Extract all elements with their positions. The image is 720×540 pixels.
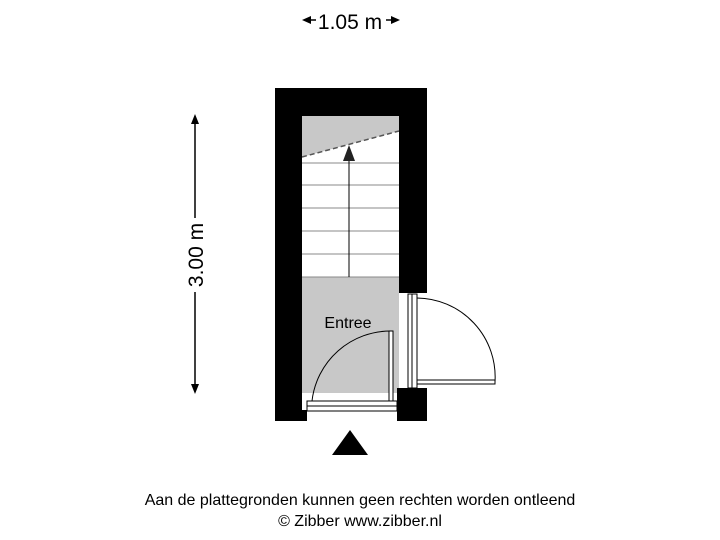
stair-direction-arrow-icon [343,145,355,161]
height-dimension: 3.00 m [185,114,208,394]
side-door [407,293,496,389]
width-dimension: 1.05 m [302,11,400,34]
disclaimer-text: Aan de plattegronden kunnen geen rechten… [144,492,576,509]
dimension-arrow-right-icon [391,16,400,24]
front-door [306,330,398,412]
walls [275,88,427,421]
dimension-arrow-down-icon [191,384,199,394]
entrance-floor [302,277,399,393]
entrance-marker-icon [332,430,368,455]
stair-cut-line [301,130,400,158]
stair-treads [302,162,399,278]
width-dimension-label: 1.05 m [318,11,382,34]
height-dimension-label: 3.00 m [185,223,208,287]
credit-text: © Zibber www.zibber.nl [278,513,442,530]
upper-landing [302,116,399,157]
dimension-arrow-up-icon [191,114,199,124]
room-label-entree: Entree [324,315,371,332]
dimension-arrow-left-icon [302,16,311,24]
